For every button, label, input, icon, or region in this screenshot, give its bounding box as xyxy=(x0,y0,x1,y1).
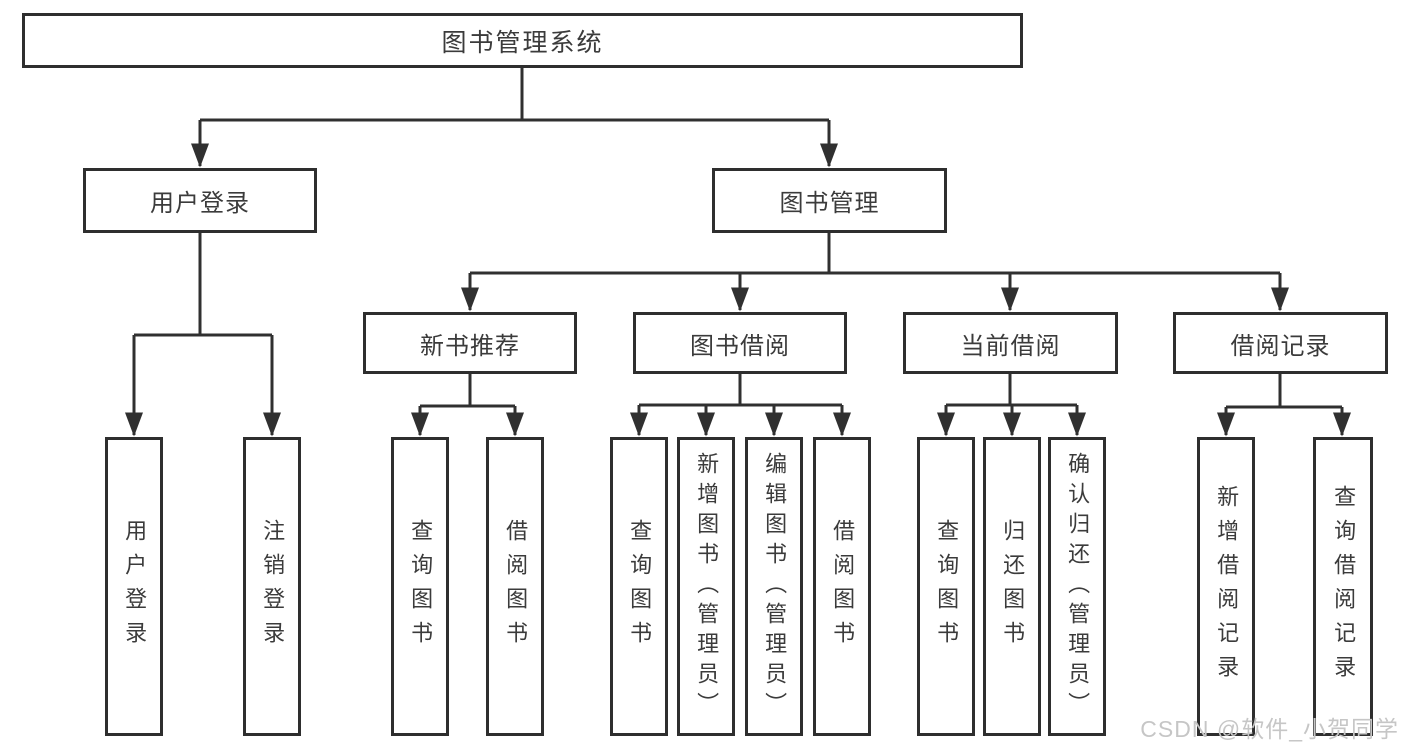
leaf-add-book-admin: 新增图书（管理员） xyxy=(677,437,735,736)
leaf-confirm-return-admin: 确认归还（管理员） xyxy=(1048,437,1106,736)
node-user-login: 用户登录 xyxy=(83,168,317,233)
leaf-borrow-book: 借阅图书 xyxy=(813,437,871,736)
leaf-return-book: 归还图书 xyxy=(983,437,1041,736)
node-book-borrow: 图书借阅 xyxy=(633,312,847,374)
node-current-borrow: 当前借阅 xyxy=(903,312,1118,374)
leaf-query-book-borrow: 查询图书 xyxy=(610,437,668,736)
leaf-add-borrow-record: 新增借阅记录 xyxy=(1197,437,1255,736)
leaf-logout: 注销登录 xyxy=(243,437,301,736)
node-library-management-system: 图书管理系统 xyxy=(22,13,1023,68)
leaf-query-borrow-record: 查询借阅记录 xyxy=(1313,437,1373,736)
node-new-book-recommend: 新书推荐 xyxy=(363,312,577,374)
leaf-edit-book-admin: 编辑图书（管理员） xyxy=(745,437,803,736)
leaf-borrow-book-recommend: 借阅图书 xyxy=(486,437,544,736)
csdn-watermark: CSDN @软件_小贺同学 xyxy=(1140,716,1399,742)
node-borrow-records: 借阅记录 xyxy=(1173,312,1388,374)
leaf-query-book-recommend: 查询图书 xyxy=(391,437,449,736)
tree-edges xyxy=(125,68,1351,437)
leaf-query-book-current: 查询图书 xyxy=(917,437,975,736)
node-book-management: 图书管理 xyxy=(712,168,947,233)
leaf-user-login: 用户登录 xyxy=(105,437,163,736)
